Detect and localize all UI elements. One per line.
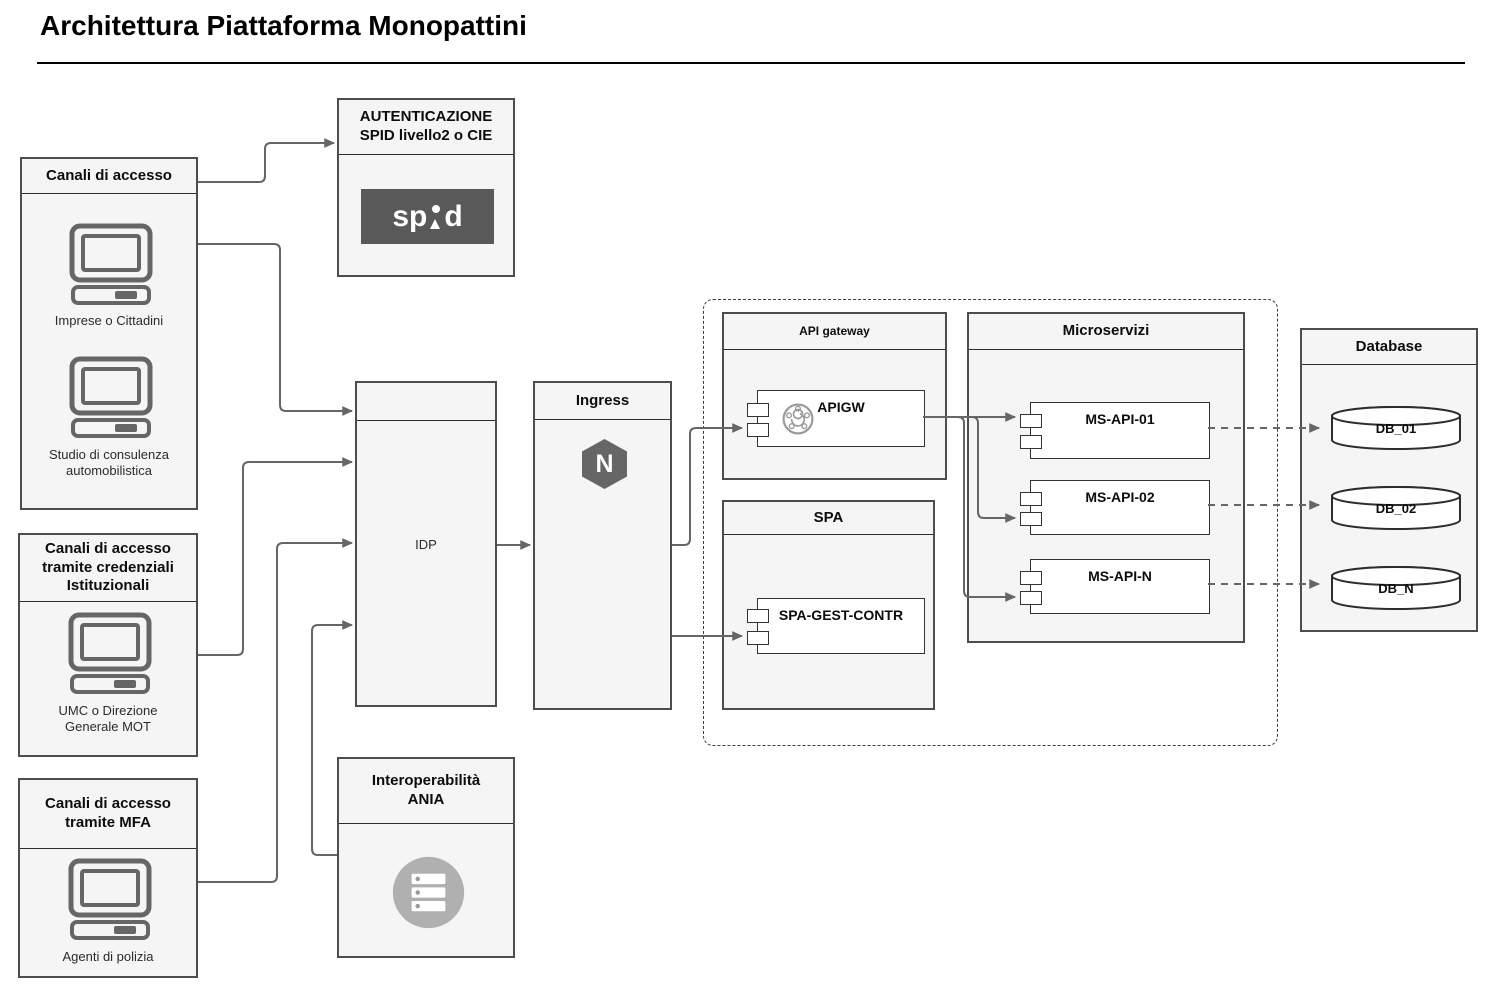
database-cylinder-dbn: DB_N (1330, 565, 1462, 611)
component-port (1020, 492, 1042, 506)
computer-label: UMC o Direzione Generale MOT (58, 703, 158, 734)
group-api-gateway: API gateway APIGW (722, 312, 947, 480)
node-canali-accesso-istituzionali: Canali di accesso tramite credenziali Is… (18, 533, 198, 757)
component-ms-api-01: MS-API-01 (1020, 402, 1210, 459)
component-port (747, 423, 769, 437)
node-header: Ingress (535, 383, 670, 420)
idp-label: IDP (415, 536, 437, 552)
cylinder-icon (1331, 486, 1461, 530)
nginx-letter: N (595, 449, 614, 478)
node-header: Canali di accesso tramite credenziali Is… (20, 535, 196, 602)
title-underline (37, 62, 1465, 64)
person-glyph-icon (430, 204, 441, 230)
server-stack-icon (392, 856, 465, 929)
component-port (747, 631, 769, 645)
computer-label: Studio di consulenza automobilistica (49, 447, 169, 478)
group-database: Database DB_01 DB_02 DB_N (1300, 328, 1478, 632)
computer-icon (68, 612, 152, 694)
component-label: MS-API-01 (1085, 411, 1155, 427)
node-header: Interoperabilità ANIA (339, 759, 513, 824)
database-cylinder-db02: DB_02 (1330, 485, 1462, 531)
component-port (1020, 435, 1042, 449)
connector-accesso-to-idp (198, 243, 354, 416)
component-label: SPA-GEST-CONTR (778, 607, 904, 623)
node-idp: IDP (355, 381, 497, 707)
group-spa: SPA SPA-GEST-CONTR (722, 500, 935, 710)
component-spa-gest-contr: SPA-GEST-CONTR (747, 598, 925, 654)
spid-logo-text-left: sp (392, 199, 428, 233)
cylinder-icon (1331, 406, 1461, 450)
node-canali-accesso: Canali di accesso Imprese o Cittadini St… (20, 157, 198, 510)
component-label: MS-API-N (1088, 568, 1152, 584)
node-canali-accesso-mfa: Canali di accesso tramite MFA Agenti di … (18, 778, 198, 978)
component-ms-api-n: MS-API-N (1020, 559, 1210, 614)
component-apigw: APIGW (747, 390, 925, 447)
database-cylinder-db01: DB_01 (1330, 405, 1462, 451)
database-label: DB_02 (1375, 501, 1417, 516)
node-header: AUTENTICAZIONE SPID livello2 o CIE (339, 100, 513, 155)
page-title: Architettura Piattaforma Monopattini (40, 10, 527, 41)
group-header: Microservizi (969, 314, 1243, 350)
component-label: APIGW (817, 399, 865, 415)
component-port (747, 403, 769, 417)
idp-empty-header (357, 383, 495, 421)
component-label: MS-API-02 (1085, 489, 1155, 505)
nginx-hexagon-icon (582, 439, 627, 489)
connector-istituzionali-to-idp (198, 457, 354, 656)
group-microservizi: Microservizi MS-API-01 MS-API-02 MS-API-… (967, 312, 1245, 643)
component-port (1020, 414, 1042, 428)
node-ingress: Ingress N (533, 381, 672, 710)
api-gateway-icon (782, 403, 814, 435)
component-port (1020, 591, 1042, 605)
group-header: API gateway (724, 314, 945, 350)
connector-mfa-to-idp (198, 538, 354, 883)
group-header: SPA (724, 502, 933, 535)
node-header: Canali di accesso (22, 159, 196, 194)
group-header: Database (1302, 330, 1476, 365)
computer-label: Agenti di polizia (62, 949, 154, 964)
cylinder-icon (1331, 566, 1461, 610)
database-label: DB_N (1378, 581, 1414, 596)
component-port (1020, 512, 1042, 526)
computer-icon (68, 858, 152, 940)
connector-accesso-to-spid (198, 138, 336, 183)
node-interoperabilita-ania: Interoperabilità ANIA (337, 757, 515, 958)
spid-logo-text-right: d (444, 199, 463, 233)
component-port (1020, 571, 1042, 585)
computer-icon (69, 223, 153, 305)
node-header: Canali di accesso tramite MFA (20, 780, 196, 849)
computer-label: Imprese o Cittadini (54, 313, 164, 328)
node-autenticazione-spid: AUTENTICAZIONE SPID livello2 o CIE sp d (337, 98, 515, 277)
spid-logo: sp d (361, 189, 494, 244)
computer-icon (69, 356, 153, 438)
database-label: DB_01 (1375, 421, 1417, 436)
component-port (747, 609, 769, 623)
component-ms-api-02: MS-API-02 (1020, 480, 1210, 535)
